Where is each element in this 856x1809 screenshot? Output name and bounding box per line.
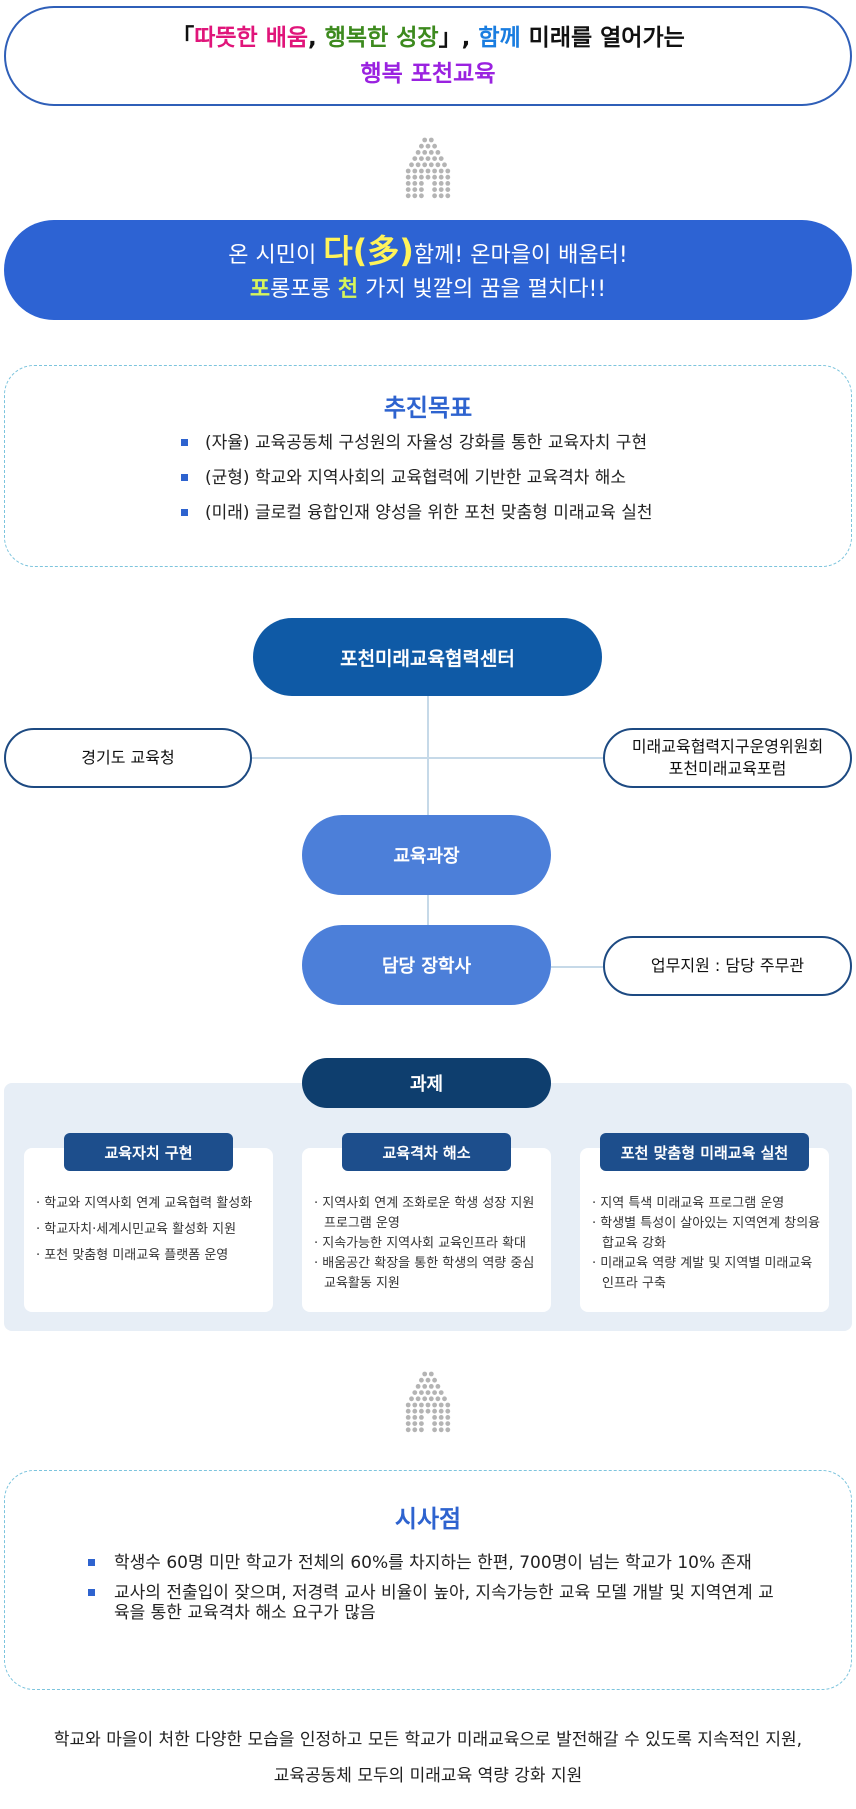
goals-title: 추진목표	[383, 394, 473, 422]
curriculum-director-node: 교육과장	[302, 815, 551, 895]
connector-horizontal	[252, 757, 603, 759]
vision-segment: 함께	[478, 25, 521, 51]
task-head-future: 포천 맞춤형 미래교육 실천	[600, 1133, 809, 1171]
gyeonggi-office-node: 경기도 교육청	[4, 728, 252, 788]
task-item: · 학생별 특성이 살아있는 지역연계 창의융합교육 강화	[592, 1216, 821, 1251]
task-item: · 지역사회 연계 조화로운 학생 성장 지원 프로그램 운영	[314, 1196, 535, 1231]
task-head-gap: 교육격차 해소	[342, 1133, 511, 1171]
vision-segment: 행복한 성장	[324, 25, 439, 51]
vision-line-2: 행복 포천교육	[360, 61, 496, 87]
dotted-up-arrow-icon	[398, 1370, 458, 1434]
slogan-line-2: 포롱포롱 천 가지 빛깔의 꿈을 펼치다!!	[249, 276, 607, 302]
implications-box: 시사점 학생수 60명 미만 학교가 전체의 60%를 차지하는 한편, 700…	[4, 1470, 852, 1690]
task-item: · 지역 특색 미래교육 프로그램 운영	[592, 1196, 785, 1211]
task-item: · 지속가능한 지역사회 교육인프라 확대	[314, 1236, 527, 1251]
task-item: · 학교와 지역사회 연계 교육협력 활성화	[36, 1196, 253, 1211]
goal-item: (자율) 교육공동체 구성원의 자율성 강화를 통한 교육자치 구현	[181, 432, 653, 454]
task-list-gap: · 지역사회 연계 조화로운 학생 성장 지원 프로그램 운영 · 지속가능한 …	[314, 1194, 544, 1294]
slogan-line-1: 온 시민이 다(多)함께! 온마을이 배움터!	[228, 231, 628, 270]
task-item: · 학교자치·세계시민교육 활성화 지원	[36, 1222, 237, 1237]
task-head-autonomy: 교육자치 구현	[64, 1133, 233, 1171]
tasks-title: 과제	[302, 1058, 551, 1108]
goals-box: 추진목표 (자율) 교육공동체 구성원의 자율성 강화를 통한 교육자치 구현 …	[4, 365, 852, 567]
vision-segment: 「	[171, 25, 195, 51]
implications-list: 학생수 60명 미만 학교가 전체의 60%를 차지하는 한편, 700명이 넘…	[88, 1553, 788, 1633]
vision-statement: 「따뜻한 배움, 행복한 성장」, 함께 미래를 열어가는 행복 포천교육	[4, 6, 852, 106]
task-card-gap	[302, 1148, 551, 1312]
conclusion-text: 학교와 마을이 처한 다양한 모습을 인정하고 모든 학교가 미래교육으로 발전…	[53, 1730, 803, 1786]
task-item: · 포천 맞춤형 미래교육 플랫폼 운영	[36, 1248, 229, 1263]
task-list-autonomy: · 학교와 지역사회 연계 교육협력 활성화 · 학교자치·세계시민교육 활성화…	[36, 1194, 266, 1272]
dotted-up-arrow-icon	[398, 136, 458, 200]
goal-item: (미래) 글로컬 융합인재 양성을 위한 포천 맞춤형 미래교육 실천	[181, 502, 653, 524]
implication-item: 교사의 전출입이 잦으며, 저경력 교사 비율이 높아, 지속가능한 교육 모델…	[88, 1583, 788, 1623]
support-node: 업무지원 : 담당 주무관	[603, 936, 852, 996]
task-item: · 미래교육 역량 계발 및 지역별 미래교육 인프라 구축	[592, 1256, 813, 1291]
committee-node: 미래교육협력지구운영위원회 포천미래교육포럼	[603, 728, 852, 788]
goal-item: (균형) 학교와 지역사회의 교육협력에 기반한 교육격차 해소	[181, 467, 653, 489]
slogan-banner: 온 시민이 다(多)함께! 온마을이 배움터! 포롱포롱 천 가지 빛깔의 꿈을…	[4, 220, 852, 320]
vision-segment: ,	[308, 25, 325, 51]
task-card-future	[580, 1148, 829, 1312]
vision-segment: 」,	[438, 25, 479, 51]
vision-segment: 따뜻한 배움	[194, 25, 309, 51]
implications-title: 시사점	[394, 1505, 462, 1533]
connector-support	[551, 966, 603, 968]
vision-segment: 미래를 열어가는	[520, 25, 685, 51]
task-card-autonomy	[24, 1148, 273, 1312]
vision-line-1: 「따뜻한 배움, 행복한 성장」, 함께 미래를 열어가는	[171, 20, 685, 56]
implication-item: 학생수 60명 미만 학교가 전체의 60%를 차지하는 한편, 700명이 넘…	[88, 1553, 788, 1573]
task-item: · 배움공간 확장을 통한 학생의 역량 중심 교육활동 지원	[314, 1256, 535, 1291]
task-list-future: · 지역 특색 미래교육 프로그램 운영 · 학생별 특성이 살아있는 지역연계…	[592, 1194, 822, 1294]
connector-vertical	[427, 696, 429, 925]
supervisor-node: 담당 장학사	[302, 925, 551, 1005]
center-node: 포천미래교육협력센터	[253, 618, 602, 696]
goals-list: (자율) 교육공동체 구성원의 자율성 강화를 통한 교육자치 구현 (균형) …	[181, 432, 653, 537]
